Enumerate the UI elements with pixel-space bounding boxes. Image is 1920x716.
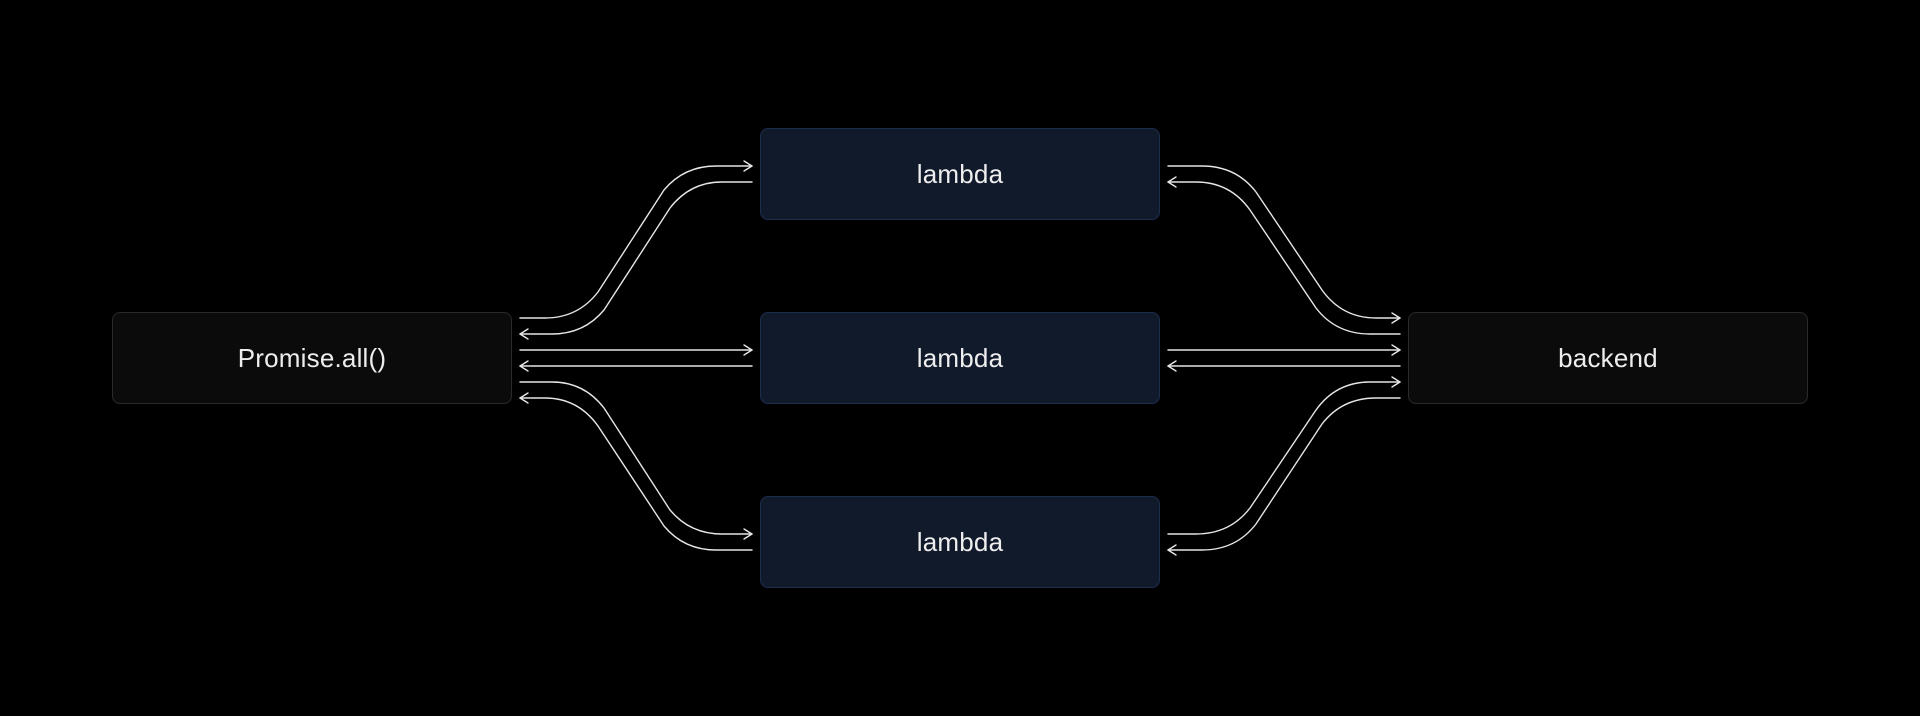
edge-client-to-lambda-bot xyxy=(519,381,753,540)
connector-line xyxy=(1167,165,1401,319)
arrowhead-icon xyxy=(743,160,753,172)
arrowhead-icon xyxy=(1167,544,1177,556)
lambda-node-middle: lambda xyxy=(760,312,1160,404)
lambda-label: lambda xyxy=(916,526,1004,557)
connector-line xyxy=(1167,397,1401,551)
edge-backend-to-lambda-top xyxy=(1167,176,1401,335)
edge-backend-to-lambda-mid xyxy=(1167,360,1401,372)
lambda-node-bottom: lambda xyxy=(760,496,1160,588)
edge-client-to-lambda-mid xyxy=(519,344,753,356)
arrowhead-icon xyxy=(1167,360,1177,372)
lambda-label: lambda xyxy=(916,158,1004,189)
edge-backend-to-lambda-bot-a xyxy=(1167,376,1401,535)
arrowhead-icon xyxy=(1391,312,1401,324)
promise-all-node: Promise.all() xyxy=(112,312,512,404)
arrowhead-icon xyxy=(519,328,529,340)
edge-lambda-mid-to-client xyxy=(519,360,753,372)
arrowhead-icon xyxy=(1391,376,1401,388)
connector-line xyxy=(519,181,753,335)
edge-lambda-top-to-backend xyxy=(1167,165,1401,324)
connector-line xyxy=(1167,181,1401,335)
lambda-node-top: lambda xyxy=(760,128,1160,220)
edge-lambda-mid-to-backend xyxy=(1167,344,1401,356)
connector-line xyxy=(519,381,753,535)
connector-line xyxy=(519,397,753,551)
backend-label: backend xyxy=(1558,342,1658,373)
edge-lambda-top-to-client xyxy=(519,181,753,340)
arrowhead-icon xyxy=(1391,344,1401,356)
backend-node: backend xyxy=(1408,312,1808,404)
arrowhead-icon xyxy=(519,392,529,404)
arrowhead-icon xyxy=(743,344,753,356)
edge-backend-to-lambda-bot-b xyxy=(1167,397,1401,556)
promise-all-label: Promise.all() xyxy=(237,342,387,373)
arrowhead-icon xyxy=(743,528,753,540)
lambda-label: lambda xyxy=(916,342,1004,373)
edge-client-to-lambda-top xyxy=(519,160,753,319)
connector-line xyxy=(519,165,753,319)
arrowhead-icon xyxy=(519,360,529,372)
edge-lambda-bot-to-client xyxy=(519,392,753,551)
arrowhead-icon xyxy=(1167,176,1177,188)
connector-line xyxy=(1167,381,1401,535)
